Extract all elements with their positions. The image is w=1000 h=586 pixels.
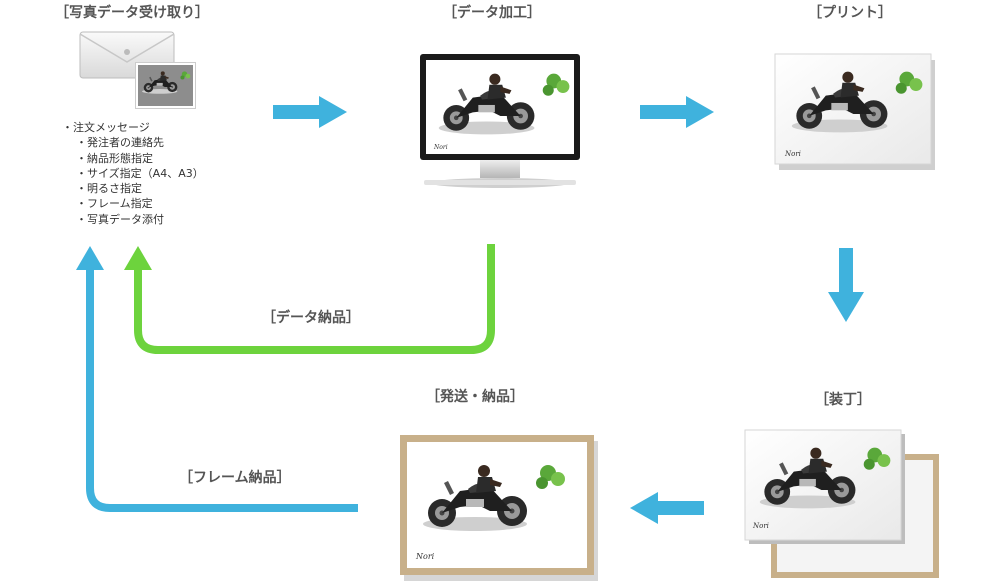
arrow-right-1: [273, 96, 347, 128]
order-item-size: サイズ指定（A4、A3）: [62, 166, 204, 181]
order-item-frame: フレーム指定: [62, 196, 204, 211]
order-item-photo: 写真データ添付: [62, 212, 204, 227]
attached-photo-icon: [135, 62, 196, 109]
frame-return-arrowhead: [76, 246, 104, 270]
frame-return-label: フレーム納品: [179, 467, 291, 487]
step-print-label: プリント: [808, 2, 892, 22]
order-message-title: 注文メッセージ: [62, 120, 204, 135]
print-photo-icon: Nori: [774, 53, 935, 170]
step-ship-label: 発送・納品: [426, 386, 524, 406]
step-receive-label: 写真データ受け取り: [55, 2, 209, 22]
data-return-arrowhead: [124, 246, 152, 270]
frame-signature: Nori: [415, 552, 435, 561]
mount-signature: Nori: [752, 522, 769, 530]
monitor-signature: Nori: [433, 144, 448, 151]
monitor-icon: Nori: [420, 54, 580, 188]
framed-photo-icon: Nori: [400, 435, 598, 581]
order-item-delivery: 納品形態指定: [62, 151, 204, 166]
step-edit-label: データ加工: [443, 2, 541, 22]
arrow-right-2: [640, 96, 714, 128]
step-mount-label: 装丁: [815, 389, 871, 409]
order-item-contact: 発注者の連絡先: [62, 135, 204, 150]
order-message-list: 注文メッセージ 発注者の連絡先 納品形態指定 サイズ指定（A4、A3） 明るさ指…: [62, 120, 204, 227]
arrow-down: [828, 248, 864, 322]
print-signature: Nori: [784, 150, 801, 158]
arrow-left: [630, 492, 704, 524]
mounted-photo-icon: Nori: [744, 429, 939, 578]
order-item-brightness: 明るさ指定: [62, 181, 204, 196]
data-return-label: データ納品: [262, 307, 360, 327]
